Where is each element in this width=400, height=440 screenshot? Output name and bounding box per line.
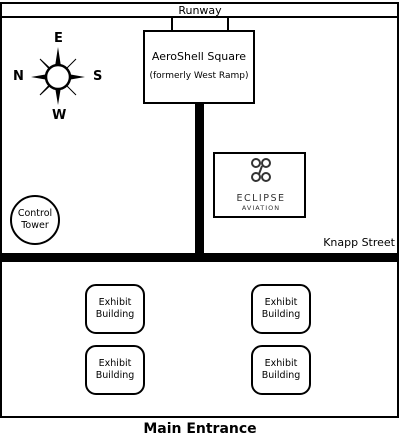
- exhibit-building-4-line1: Exhibit: [264, 358, 298, 369]
- eclipse-aviation-name: ECLIPSE: [236, 193, 286, 204]
- exhibit-building-box-4: [251, 345, 311, 395]
- control-tower-circle: [10, 195, 60, 245]
- exhibit-building-3-line2: Building: [95, 370, 135, 381]
- runway-strip: [0, 2, 399, 18]
- compass-east-label: E: [54, 31, 63, 46]
- aeroshell-square-subtitle: (formerly West Ramp): [149, 71, 249, 81]
- exhibit-building-2-line1: Exhibit: [264, 297, 298, 308]
- exhibit-building-4-line2: Building: [261, 370, 301, 381]
- runway-label: Runway: [178, 4, 222, 17]
- aeroshell-square-box: [143, 30, 255, 104]
- exhibit-building-1-line1: Exhibit: [98, 297, 132, 308]
- exhibit-building-box-1: [85, 284, 145, 334]
- control-tower-label-line1: Control: [17, 208, 53, 219]
- exhibit-building-1-line2: Building: [95, 309, 135, 320]
- compass-rose-icon: [31, 47, 85, 105]
- knapp-street-label: Knapp Street: [323, 236, 395, 249]
- aeroshell-square-title: AeroShell Square: [151, 50, 247, 63]
- compass-south-label: S: [93, 69, 103, 84]
- compass-west-label: W: [52, 108, 67, 123]
- main-entrance-label: Main Entrance: [143, 421, 257, 437]
- exhibit-building-3-line1: Exhibit: [98, 358, 132, 369]
- exhibit-building-box-2: [251, 284, 311, 334]
- knapp-street-road: [1, 253, 398, 262]
- exhibit-building-2-line2: Building: [261, 309, 301, 320]
- four-ring-logo-icon: [251, 158, 271, 182]
- exhibit-building-box-3: [85, 345, 145, 395]
- control-tower-label-line2: Tower: [21, 220, 49, 231]
- central-road: [195, 103, 204, 260]
- eclipse-aviation-sub: AVIATION: [241, 204, 281, 212]
- compass-north-label: N: [13, 69, 24, 84]
